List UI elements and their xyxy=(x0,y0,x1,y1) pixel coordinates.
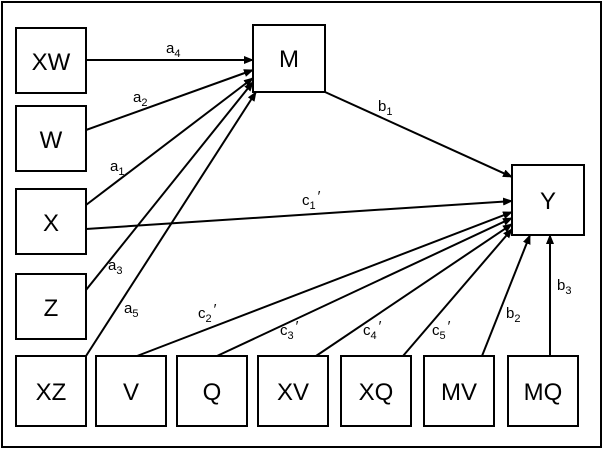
node-z-label: Z xyxy=(44,295,59,322)
edges-layer xyxy=(85,56,554,357)
node-m-label: M xyxy=(279,46,299,73)
edge-label-a3: a3 xyxy=(108,257,122,277)
edge-m-y xyxy=(324,91,513,178)
edge-w-m xyxy=(85,69,254,131)
edge-z-m xyxy=(85,81,254,291)
edge-label-c5-prime: c5′ xyxy=(432,318,451,342)
edge-label-letter: c xyxy=(280,322,288,339)
node-y-label: Y xyxy=(540,188,556,215)
edge-label-letter: b xyxy=(557,277,565,294)
edge-x-m xyxy=(85,77,254,206)
edge-label-subscript: 5 xyxy=(132,308,138,320)
node-xz: XZ xyxy=(15,355,87,427)
edge-label-letter: c xyxy=(198,305,206,322)
edge-label-a5: a5 xyxy=(124,300,138,320)
node-xv-label: XV xyxy=(277,379,309,406)
edge-label-b3: b3 xyxy=(557,277,571,297)
node-xq-label: XQ xyxy=(359,379,394,406)
node-x: X xyxy=(15,188,87,255)
node-x-label: X xyxy=(43,210,59,237)
edge-label-a4: a4 xyxy=(166,40,180,60)
edge-label-prime: ′ xyxy=(214,301,217,318)
edge-label-subscript: 3 xyxy=(116,265,122,277)
edge-x-y xyxy=(85,197,513,230)
edge-mv-y xyxy=(481,234,531,357)
edge-xv-y xyxy=(315,223,513,357)
node-xw: XW xyxy=(15,27,87,94)
edge-label-c3-prime: c3′ xyxy=(280,318,299,342)
edge-label-c2-prime: c2′ xyxy=(198,301,217,325)
edge-label-letter: c xyxy=(363,322,371,339)
edge-label-subscript: 4 xyxy=(371,330,377,342)
edge-label-c1-prime: c1′ xyxy=(302,188,321,212)
edge-label-letter: a xyxy=(108,257,117,274)
node-mv: MV xyxy=(423,355,495,427)
edge-label-a2: a2 xyxy=(133,89,147,109)
edge-label-letter: c xyxy=(302,192,310,209)
edge-label-prime: ′ xyxy=(448,318,451,335)
node-v-label: V xyxy=(123,379,139,406)
edge-label-letter: b xyxy=(506,305,514,322)
edge-label-c4-prime: c4′ xyxy=(363,318,382,342)
edge-label-letter: a xyxy=(133,89,142,106)
node-xq: XQ xyxy=(340,355,412,427)
edge-label-subscript: 2 xyxy=(206,313,212,325)
edge-xq-y xyxy=(402,228,513,357)
edge-label-letter: b xyxy=(378,98,386,115)
edge-label-subscript: 3 xyxy=(565,285,571,297)
edge-label-letter: a xyxy=(110,158,119,175)
edge-label-subscript: 1 xyxy=(386,106,392,118)
node-mq: MQ xyxy=(507,355,579,427)
edge-label-letter: c xyxy=(432,322,440,339)
node-xw-label: XW xyxy=(32,49,71,76)
node-mq-label: MQ xyxy=(524,379,563,406)
node-mv-label: MV xyxy=(441,379,477,406)
edge-v-y xyxy=(136,211,513,357)
node-w-label: W xyxy=(40,127,63,154)
edge-label-prime: ′ xyxy=(379,318,382,335)
node-z: Z xyxy=(15,273,87,340)
edge-label-letter: a xyxy=(124,300,133,317)
edge-label-prime: ′ xyxy=(296,318,299,335)
edge-label-b2: b2 xyxy=(506,305,520,325)
node-w: W xyxy=(15,105,87,172)
edge-label-subscript: 1 xyxy=(310,200,316,212)
edge-label-prime: ′ xyxy=(318,188,321,205)
edge-label-subscript: 5 xyxy=(440,330,446,342)
edge-label-subscript: 2 xyxy=(141,97,147,109)
node-v: V xyxy=(95,355,167,427)
node-q-label: Q xyxy=(203,379,222,406)
edge-q-y xyxy=(216,217,513,357)
node-xv: XV xyxy=(257,355,329,427)
edge-label-b1: b1 xyxy=(378,98,392,118)
edge-label-subscript: 2 xyxy=(514,313,520,325)
edge-label-subscript: 3 xyxy=(288,330,294,342)
edge-label-subscript: 4 xyxy=(174,48,180,60)
edge-label-subscript: 1 xyxy=(118,166,124,178)
node-xz-label: XZ xyxy=(36,379,67,406)
node-q: Q xyxy=(176,355,248,427)
edge-label-letter: a xyxy=(166,40,175,57)
edge-label-a1: a1 xyxy=(110,158,124,178)
node-m: M xyxy=(252,24,326,93)
node-y: Y xyxy=(511,164,585,236)
